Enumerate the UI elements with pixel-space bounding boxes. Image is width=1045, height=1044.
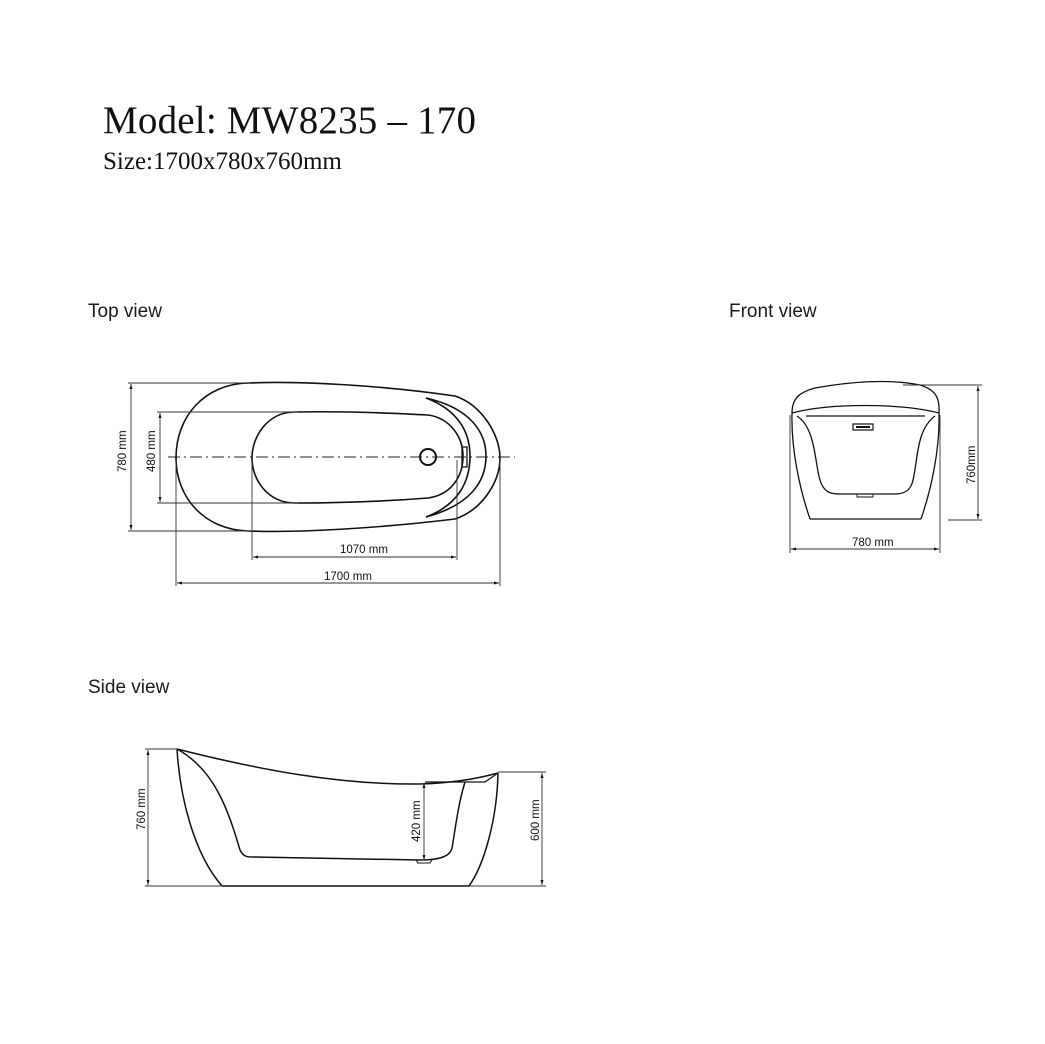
side-view-drawing xyxy=(176,748,499,887)
side-basin-floor xyxy=(251,781,466,861)
dim-side-600-label: 600 mm xyxy=(530,799,542,841)
dim-side-760-label: 760 mm xyxy=(136,788,148,830)
front-overflow-icon xyxy=(852,423,874,431)
side-drain-icon xyxy=(415,859,433,864)
side-headrest-step xyxy=(425,772,499,783)
dim-1700-label: 1700 mm xyxy=(324,571,372,583)
dim-1070-label: 1070 mm xyxy=(340,544,388,556)
front-rim-line xyxy=(791,404,940,414)
dim-front-760-label: 760mm xyxy=(966,446,978,484)
top-view-dimensions xyxy=(128,382,501,586)
side-outer-left xyxy=(176,748,223,887)
front-left-side xyxy=(791,412,811,520)
side-view-dimensions xyxy=(145,748,546,887)
front-view-drawing xyxy=(791,380,940,520)
side-inner-left xyxy=(176,748,253,858)
front-view-label: Front view xyxy=(729,301,817,322)
front-right-side xyxy=(920,412,940,520)
dim-front-780-label: 780 mm xyxy=(852,537,894,549)
dim-780-label: 780 mm xyxy=(117,430,129,472)
dim-480-label: 480 mm xyxy=(146,430,158,472)
side-outer-right xyxy=(468,772,499,887)
headrest-curve-outer xyxy=(425,397,487,518)
front-view-dimensions xyxy=(789,384,982,553)
side-top-rim xyxy=(176,748,499,785)
outer-rim-outline xyxy=(175,381,501,533)
dim-side-420-label: 420 mm xyxy=(411,800,423,842)
front-inner-basin xyxy=(796,415,936,495)
top-view-drawing xyxy=(175,381,501,533)
front-drain-icon xyxy=(856,494,874,498)
model-title: Model: MW8235 – 170 xyxy=(103,99,477,142)
size-spec: Size:1700x780x760mm xyxy=(103,148,342,175)
headrest-curve-inner xyxy=(425,397,471,518)
side-view-label: Side view xyxy=(88,677,170,698)
front-top-cap xyxy=(791,380,940,414)
top-view-label: Top view xyxy=(88,301,162,322)
inner-basin-outline xyxy=(251,410,464,504)
